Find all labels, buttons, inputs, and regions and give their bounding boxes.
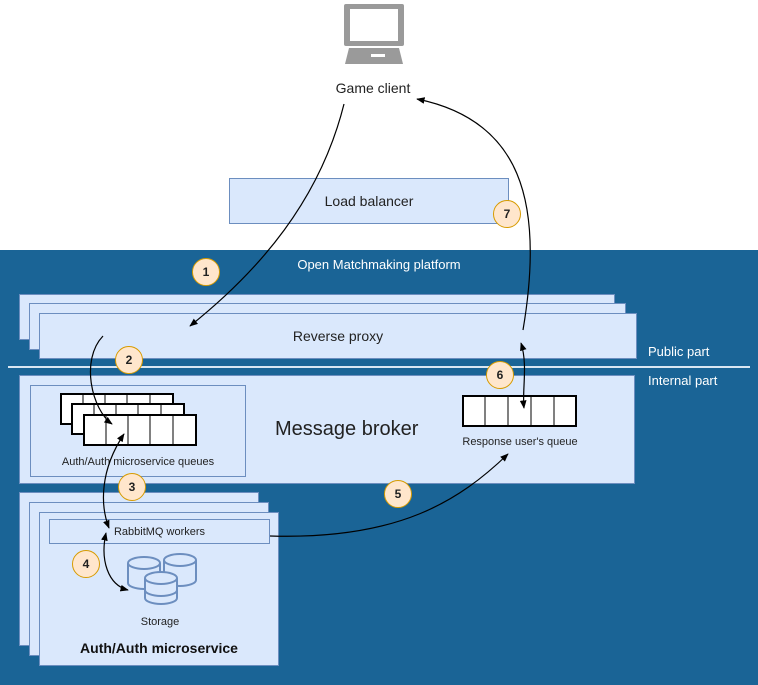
step-badge-7: 7	[493, 200, 521, 228]
rabbitmq-workers-label: RabbitMQ workers	[113, 525, 206, 538]
response-queue	[462, 395, 577, 427]
load-balancer-label: Load balancer	[324, 193, 414, 209]
step-badge-5: 5	[384, 480, 412, 508]
internal-part-label: Internal part	[648, 373, 718, 388]
response-queue-label: Response user's queue	[462, 436, 578, 448]
rabbitmq-workers: RabbitMQ workers	[49, 519, 270, 544]
message-broker-title: Message broker	[275, 418, 419, 440]
auth-queue-front	[83, 414, 197, 446]
auth-queues-label: Auth/Auth microservice queues	[61, 456, 215, 468]
step-badge-6: 6	[486, 361, 514, 389]
arrow-queue-workers	[102, 433, 125, 529]
game-client-label: Game client	[335, 80, 411, 96]
step-badge-2: 2	[115, 346, 143, 374]
arrow-workers-to-response	[269, 453, 509, 537]
step-badge-1: 1	[192, 258, 220, 286]
arrow-response-to-proxy	[519, 342, 527, 409]
arrow-workers-storage	[101, 532, 129, 592]
storage-icon	[127, 553, 197, 605]
auth-microservice-title: Auth/Auth microservice	[80, 640, 238, 656]
zone-separator	[8, 366, 750, 368]
step-badge-3: 3	[118, 473, 146, 501]
arrow-proxy-to-client	[416, 97, 531, 331]
reverse-proxy-label: Reverse proxy	[292, 328, 384, 344]
step-badge-4: 4	[72, 550, 100, 578]
platform-title: Open Matchmaking platform	[297, 257, 461, 272]
public-part-label: Public part	[648, 344, 710, 359]
storage-label: Storage	[140, 616, 180, 628]
computer-icon	[344, 4, 404, 64]
arrow-client-to-proxy	[189, 103, 345, 327]
load-balancer: Load balancer	[229, 178, 509, 224]
arrow-proxy-to-queue	[89, 335, 113, 425]
